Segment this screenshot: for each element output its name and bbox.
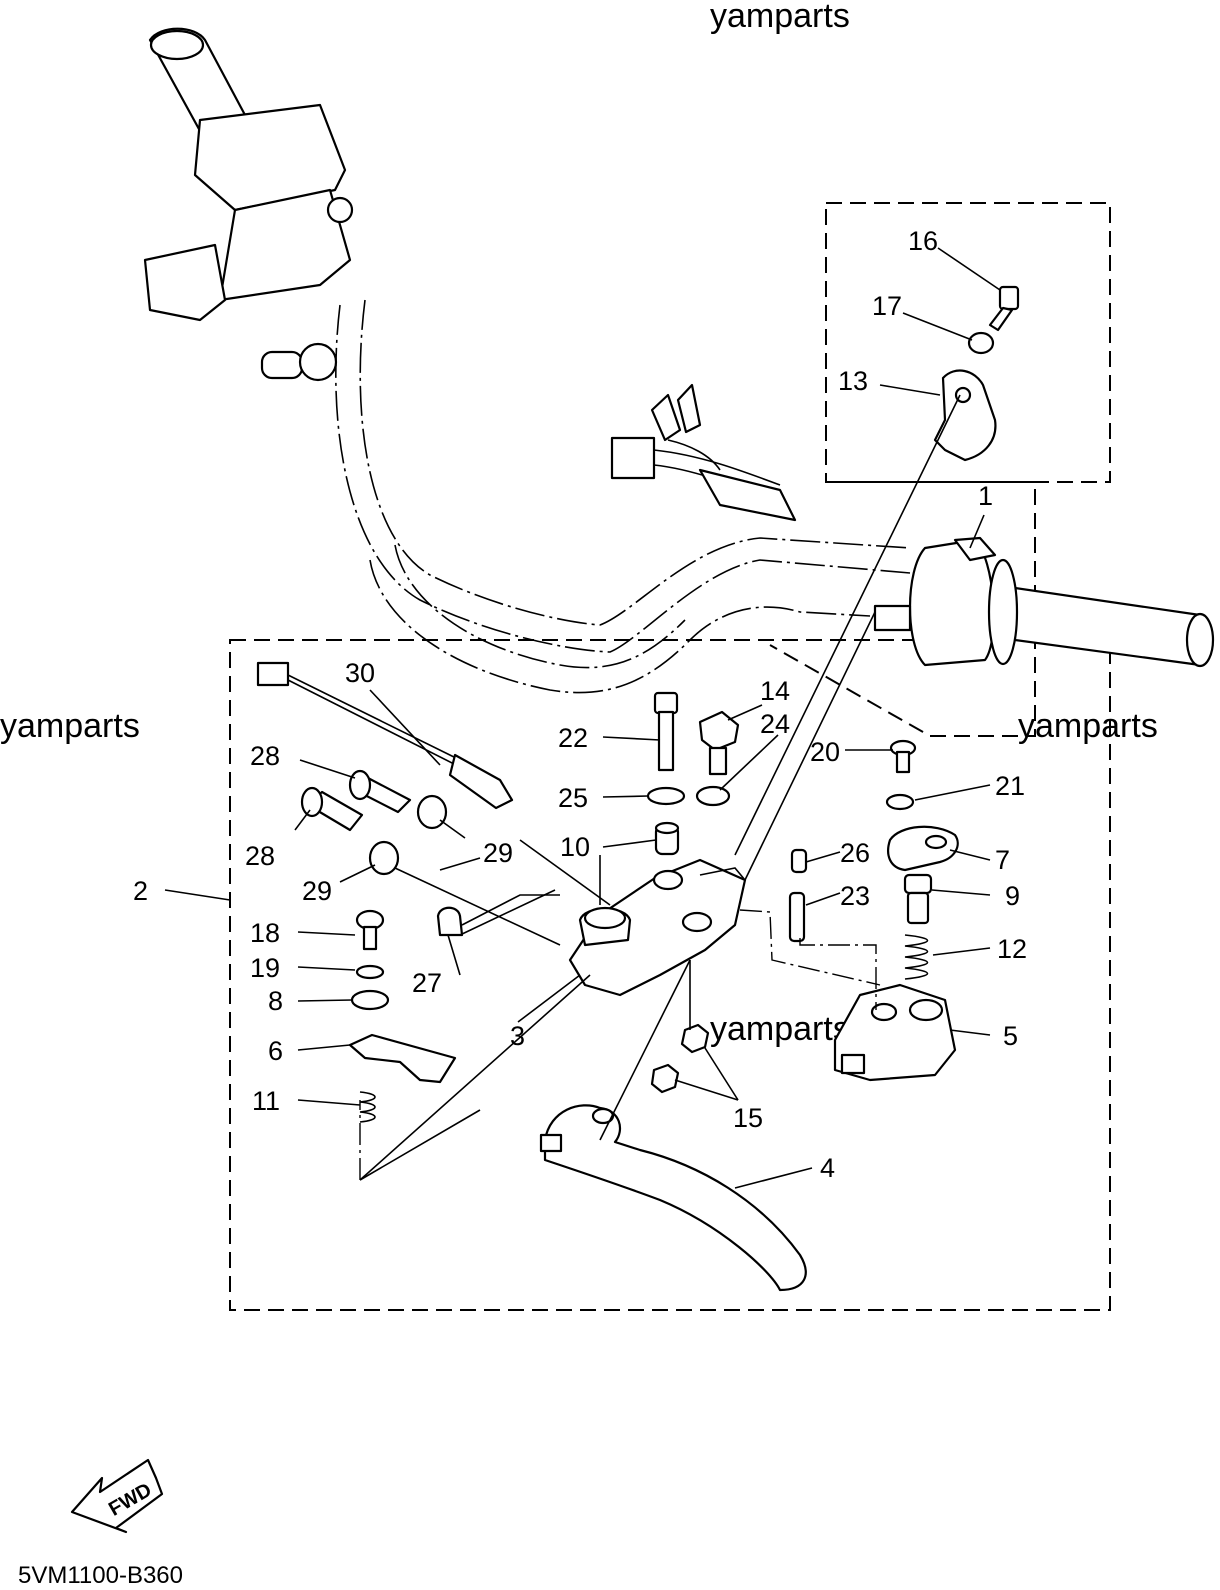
part-29-nut-lower (368, 840, 400, 876)
callout-3: 3 (510, 1021, 525, 1051)
connection-lines (359, 394, 961, 1181)
callout-27: 27 (412, 968, 442, 998)
part-9-adjuster (903, 873, 933, 925)
part-7-plate (887, 825, 959, 872)
diagram-code: 5VM1100-B360 (18, 1562, 183, 1589)
callout-28-upper: 28 (250, 741, 280, 771)
left-grip-assembly (143, 27, 354, 382)
part-4-lever (539, 1104, 807, 1292)
part-25-washer (646, 786, 686, 806)
callout-15: 15 (733, 1103, 763, 1133)
part-29-nut-upper (416, 794, 448, 830)
part-30-switch-cable (256, 661, 514, 810)
callout-19: 19 (250, 953, 280, 983)
part-27-switch (436, 894, 560, 937)
callout-7: 7 (995, 845, 1010, 875)
part-13-clamp (933, 369, 997, 462)
group-box-clutch-lever (229, 639, 1111, 1311)
callout-16: 16 (908, 226, 938, 256)
part-14-bolt (698, 710, 740, 776)
part-24-washer (695, 785, 731, 807)
group-box-switch (769, 481, 1036, 737)
callout-21: 21 (995, 771, 1025, 801)
watermark-center: yamparts (710, 1010, 850, 1048)
part-17-washer (967, 331, 995, 355)
fwd-arrow: FWD (70, 1458, 164, 1534)
part-21-washer (885, 793, 915, 811)
watermark-right: yamparts (1018, 707, 1158, 745)
callout-8: 8 (268, 986, 283, 1016)
callout-13: 13 (838, 366, 868, 396)
callout-leaders (164, 247, 1001, 1189)
right-grip (987, 558, 1215, 668)
callout-17: 17 (872, 291, 902, 321)
callout-24: 24 (760, 709, 790, 739)
wiring-harness (610, 383, 797, 522)
callout-12: 12 (997, 934, 1027, 964)
callout-22: 22 (558, 723, 588, 753)
part-5-body (833, 983, 957, 1082)
callout-26: 26 (840, 838, 870, 868)
part-10-collar (654, 821, 680, 856)
part-18-screw (355, 909, 385, 951)
callout-14: 14 (760, 676, 790, 706)
callout-4: 4 (820, 1153, 835, 1183)
callout-6: 6 (268, 1036, 283, 1066)
part-26-pin (790, 848, 808, 874)
part-28-adjuster-lower (300, 786, 364, 832)
part-15-nut-upper (680, 1023, 710, 1054)
part-22-bolt (653, 691, 679, 772)
part-23-pin (788, 891, 806, 943)
part-6-plate (348, 1033, 457, 1084)
callout-1: 1 (978, 481, 993, 511)
callout-29-upper: 29 (483, 838, 513, 868)
watermark-top: yamparts (710, 0, 850, 35)
callout-30: 30 (345, 658, 375, 688)
callout-20: 20 (810, 737, 840, 767)
callout-28-lower: 28 (245, 841, 275, 871)
callout-25: 25 (558, 783, 588, 813)
part-20-screw (889, 739, 917, 774)
watermark-left: yamparts (0, 707, 140, 745)
part-28-adjuster-upper (348, 769, 412, 814)
callout-23: 23 (840, 881, 870, 911)
callout-18: 18 (250, 918, 280, 948)
callout-9: 9 (1005, 881, 1020, 911)
part-8-washer (350, 989, 390, 1011)
part-3-lever-holder (568, 858, 747, 997)
part-15-nut-lower (650, 1063, 680, 1094)
group-box-clamp (825, 202, 1111, 483)
handlebar-outline (335, 299, 911, 694)
callout-2: 2 (133, 876, 148, 906)
callout-numbers: 1 2 3 4 5 6 7 8 9 10 11 12 13 14 15 16 1… (133, 226, 1027, 1183)
callout-11: 11 (252, 1086, 280, 1116)
callout-29-lower: 29 (302, 876, 332, 906)
callout-10: 10 (560, 832, 590, 862)
part-11-spring (359, 1091, 376, 1123)
part-19-washer (355, 964, 385, 980)
part-12-spring (904, 934, 929, 980)
part-1-switch-housing (873, 536, 997, 667)
part-16-screw (988, 285, 1020, 332)
callout-5: 5 (1003, 1021, 1018, 1051)
